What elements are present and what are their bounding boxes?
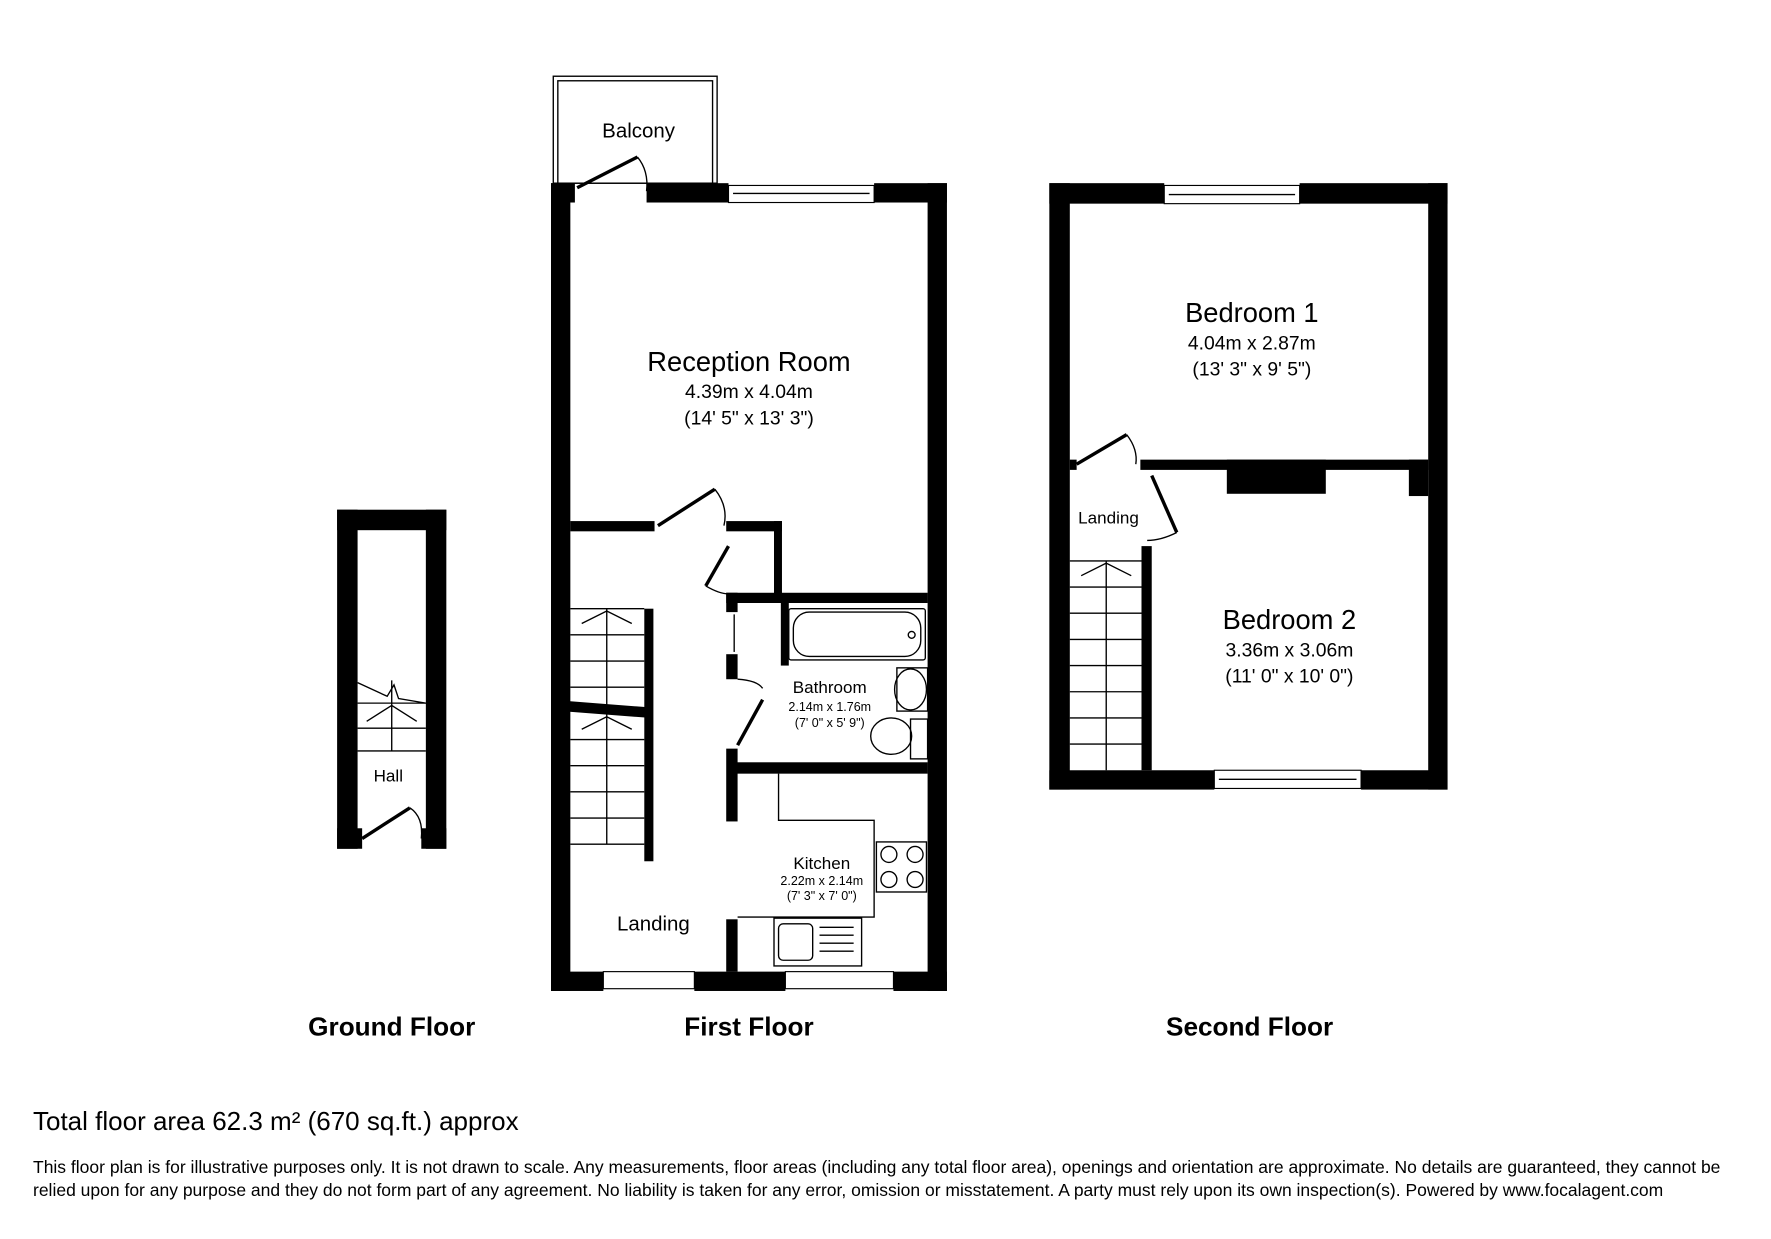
reception-metric: 4.39m x 4.04m [685, 381, 813, 403]
hob [875, 841, 928, 893]
room-label-landing-second: Landing [1078, 508, 1139, 527]
second-floor-plan: Bedroom 1 4.04m x 2.87m (13' 3" x 9' 5")… [1049, 183, 1448, 790]
room-label-kitchen: Kitchen [793, 854, 850, 873]
room-label-balcony: Balcony [602, 120, 676, 143]
first-floor-plan: Balcony [551, 75, 947, 991]
hall-door [361, 806, 423, 840]
room-label-reception: Reception Room [647, 346, 850, 377]
bedroom2-metric: 3.36m x 3.06m [1225, 639, 1353, 661]
room-label-bedroom2: Bedroom 2 [1223, 604, 1357, 635]
floor-label-first: First Floor [684, 1011, 813, 1041]
kitchen-imperial: (7' 3" x 7' 0") [787, 889, 857, 903]
bathroom-imperial: (7' 0" x 5' 9") [795, 716, 865, 730]
toilet [870, 717, 913, 756]
reception-imperial: (14' 5" x 13' 3") [684, 407, 814, 429]
kitchen-sink [773, 917, 863, 967]
floor-label-ground: Ground Floor [308, 1011, 475, 1041]
bedroom1-imperial: (13' 3" x 9' 5") [1192, 358, 1311, 380]
disclaimer: This floor plan is for illustrative purp… [33, 1157, 1721, 1200]
bath [788, 608, 927, 661]
room-label-landing: Landing [617, 913, 690, 936]
ground-floor-plan: Hall [337, 509, 447, 849]
floor-label-second: Second Floor [1166, 1011, 1333, 1041]
kitchen-metric: 2.22m x 2.14m [780, 874, 863, 888]
first-stairs [569, 608, 645, 845]
room-label-bedroom1: Bedroom 1 [1185, 297, 1319, 328]
bedroom1-metric: 4.04m x 2.87m [1188, 332, 1316, 354]
room-label-bathroom: Bathroom [793, 678, 867, 697]
bathroom-metric: 2.14m x 1.76m [788, 700, 871, 714]
room-label-hall: Hall [374, 767, 403, 786]
bedroom2-imperial: (11' 0" x 10' 0") [1225, 666, 1353, 688]
ground-stairs [357, 680, 426, 752]
sink [893, 668, 928, 711]
total-floor-area: Total floor area 62.3 m² (670 sq.ft.) ap… [33, 1106, 519, 1136]
second-stairs [1069, 560, 1142, 771]
